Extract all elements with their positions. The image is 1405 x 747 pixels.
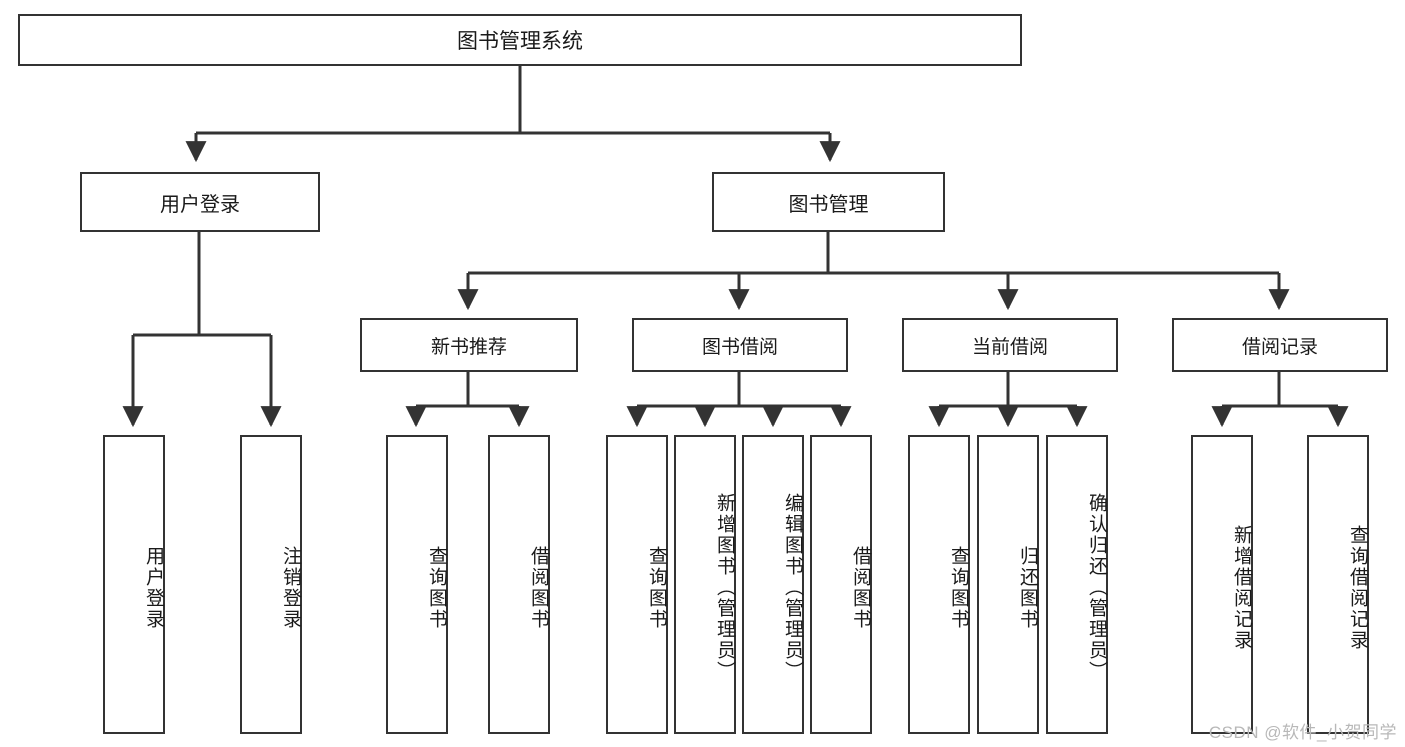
leaf-current-return-book[interactable]: 归还图书 (977, 435, 1039, 734)
leaf-new-book-query[interactable]: 查询图书 (386, 435, 448, 734)
leaf-record-add[interactable]: 新增借阅记录 (1191, 435, 1253, 734)
node-book-management-label: 图书管理 (788, 193, 869, 216)
node-borrow-record[interactable]: 借阅记录 (1172, 318, 1388, 372)
node-current-borrow-label: 当前借阅 (971, 336, 1048, 358)
leaf-record-query[interactable]: 查询借阅记录 (1307, 435, 1369, 734)
leaf-label: 查询图书 (426, 545, 447, 630)
csdn-watermark: CSDN @软件_小贺同学 (1208, 723, 1397, 742)
leaf-borrow-add-book[interactable]: 新增图书（管理员） (674, 435, 736, 734)
leaf-label: 借阅图书 (850, 545, 871, 630)
leaf-label: 查询借阅记录 (1347, 524, 1368, 651)
leaf-label: 编辑图书（管理员） (782, 493, 803, 682)
leaf-label: 新增借阅记录 (1231, 524, 1252, 651)
leaf-borrow-query-book[interactable]: 查询图书 (606, 435, 668, 734)
node-current-borrow[interactable]: 当前借阅 (902, 318, 1118, 372)
node-user-login-label: 用户登录 (160, 193, 240, 216)
leaf-label: 确认归还（管理员） (1086, 493, 1107, 682)
leaf-label: 归还图书 (1017, 545, 1038, 630)
node-book-borrow-label: 图书借阅 (701, 336, 778, 358)
leaf-borrow-borrow-book[interactable]: 借阅图书 (810, 435, 872, 734)
leaf-label: 新增图书（管理员） (714, 493, 735, 682)
node-new-book-recommend[interactable]: 新书推荐 (360, 318, 578, 372)
leaf-user-login-logout[interactable]: 注销登录 (240, 435, 302, 734)
leaf-label: 注销登录 (280, 545, 301, 630)
leaf-label: 用户登录 (143, 545, 164, 630)
leaf-user-login-signin[interactable]: 用户登录 (103, 435, 165, 734)
leaf-label: 查询图书 (948, 545, 969, 630)
node-new-book-recommend-label: 新书推荐 (430, 336, 507, 358)
leaf-current-confirm-return[interactable]: 确认归还（管理员） (1046, 435, 1108, 734)
node-root-system[interactable]: 图书管理系统 (18, 14, 1022, 66)
leaf-new-book-borrow[interactable]: 借阅图书 (488, 435, 550, 734)
node-book-borrow[interactable]: 图书借阅 (632, 318, 848, 372)
node-root-label: 图书管理系统 (457, 30, 583, 53)
node-borrow-record-label: 借阅记录 (1241, 336, 1318, 358)
node-user-login[interactable]: 用户登录 (80, 172, 320, 232)
leaf-current-query-book[interactable]: 查询图书 (908, 435, 970, 734)
node-book-management[interactable]: 图书管理 (712, 172, 945, 232)
leaf-borrow-edit-book[interactable]: 编辑图书（管理员） (742, 435, 804, 734)
leaf-label: 借阅图书 (528, 545, 549, 630)
leaf-label: 查询图书 (646, 545, 667, 630)
